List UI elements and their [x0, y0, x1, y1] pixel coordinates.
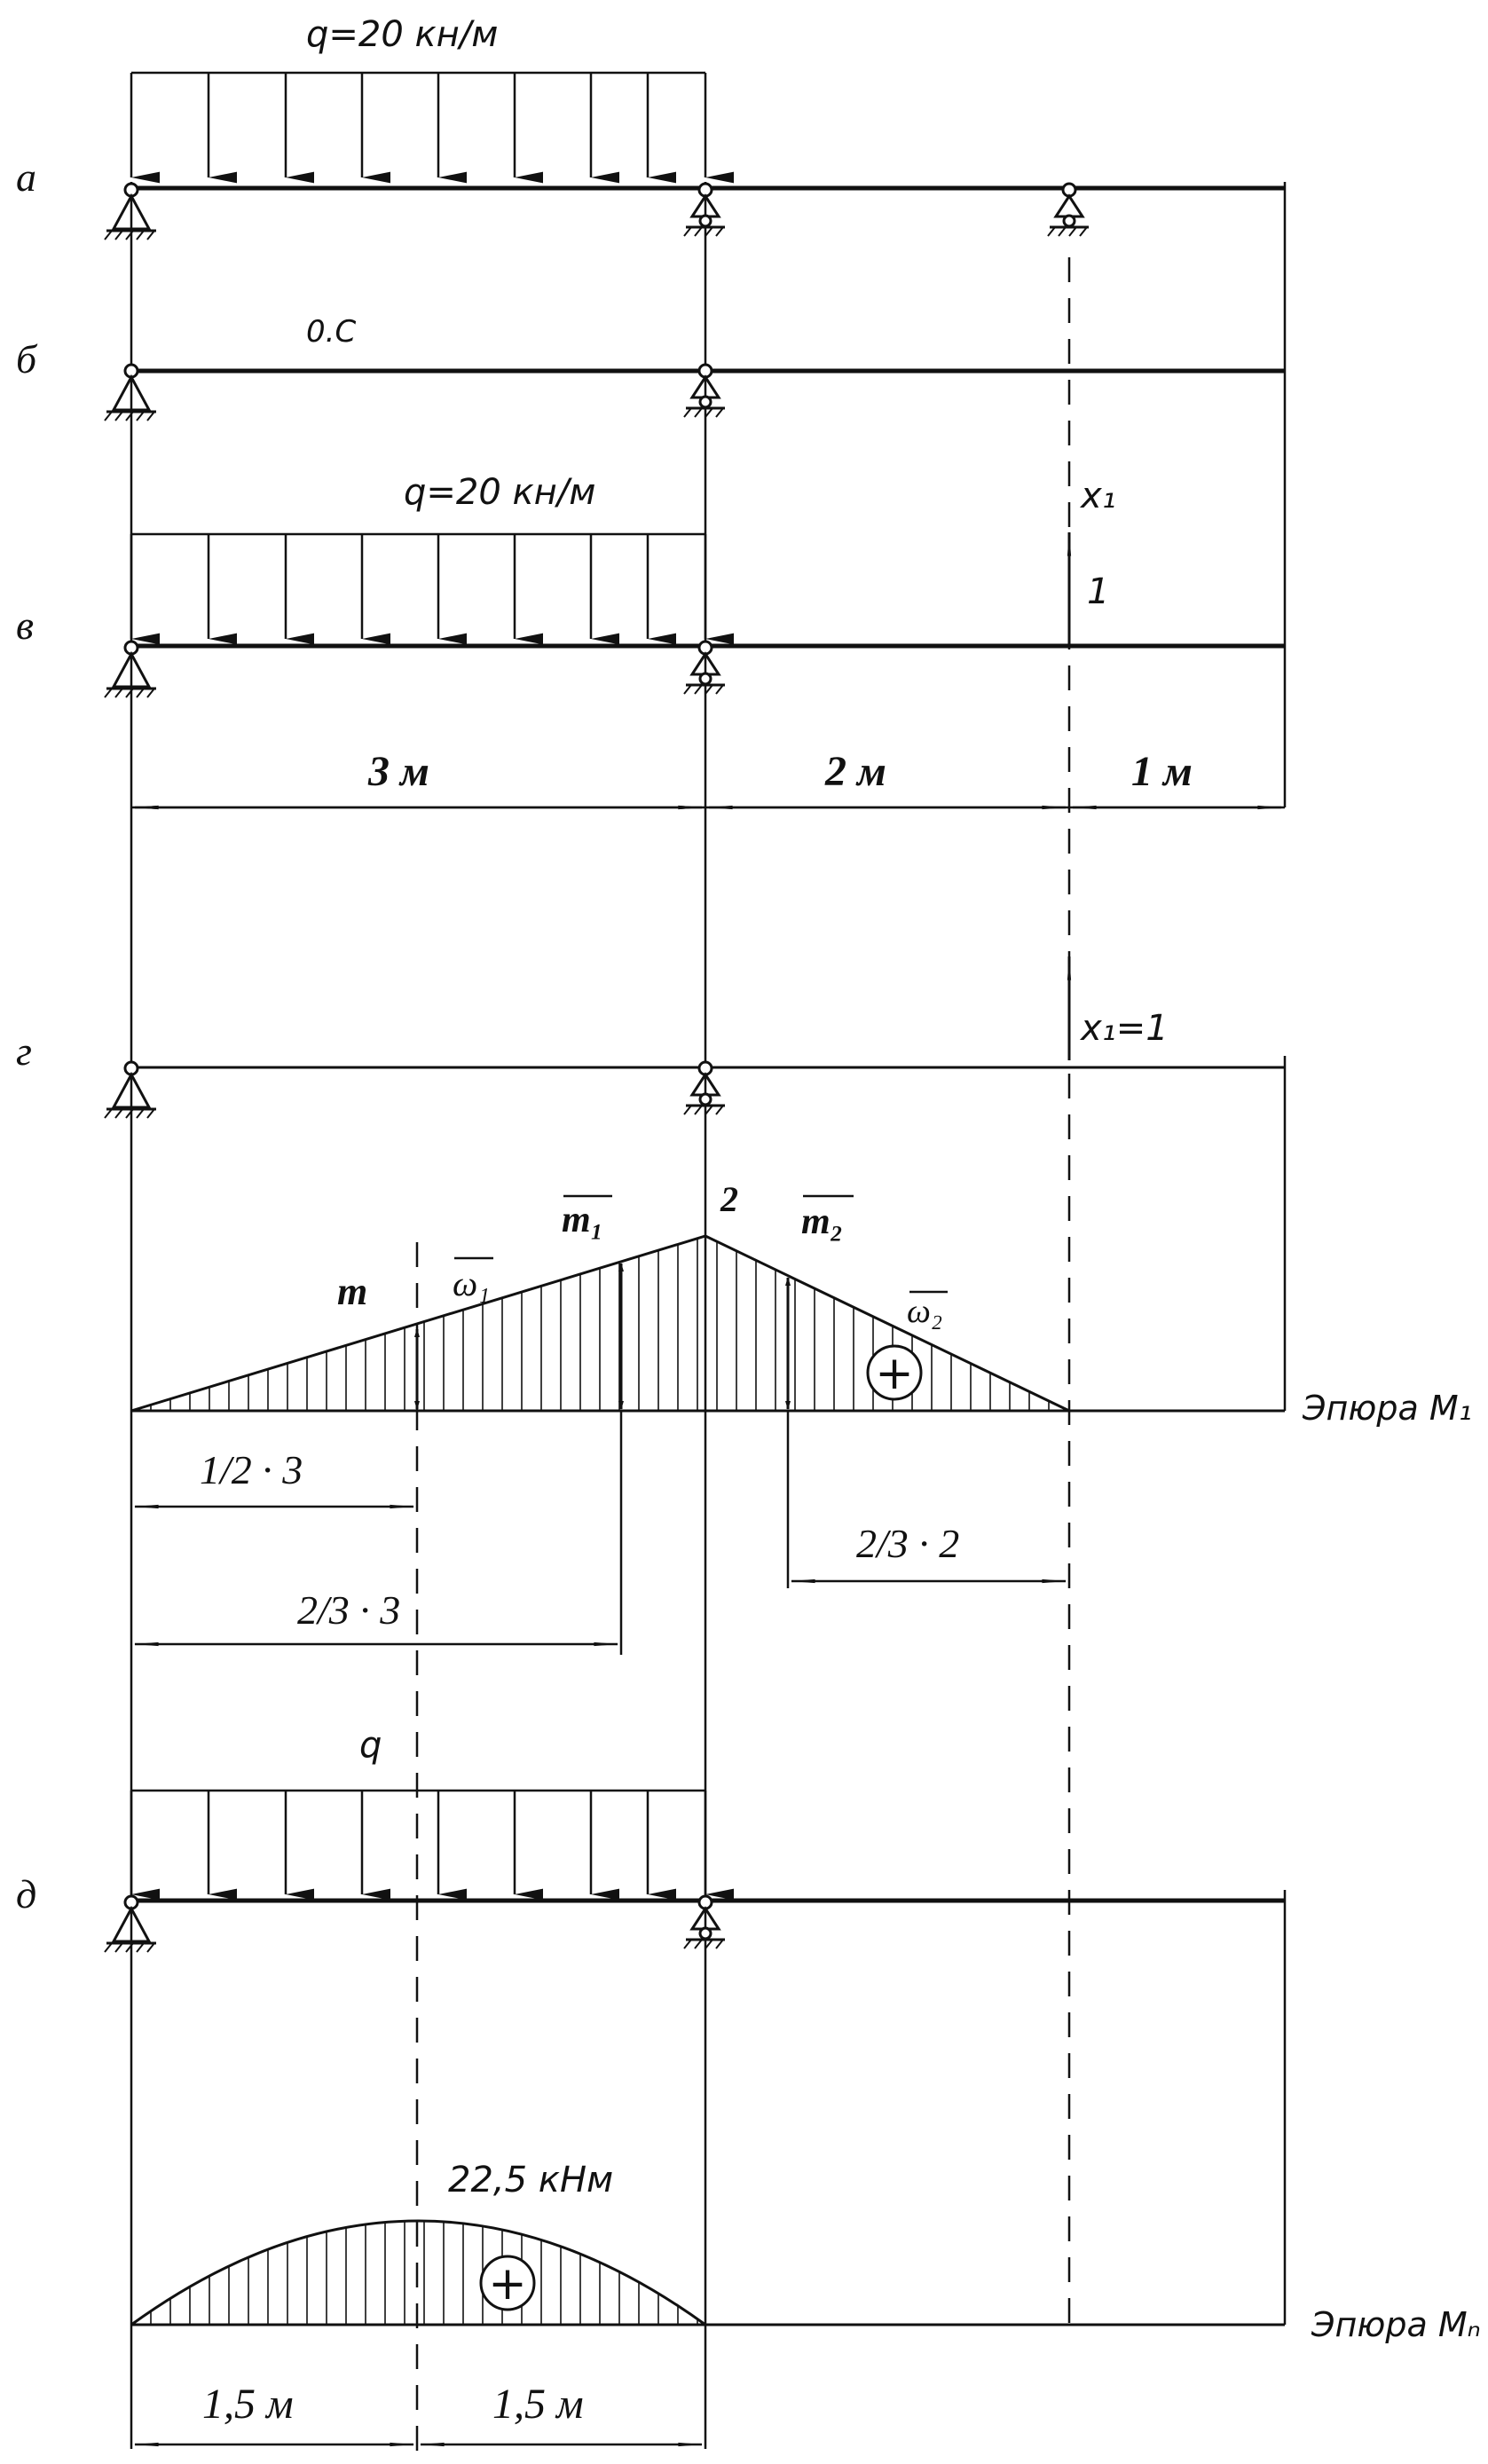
load-arrows-v [130, 534, 734, 645]
dim-span3: 1 м [1131, 748, 1193, 795]
plus-sign-circle-m1 [866, 1344, 923, 1401]
epure-mp-hatch [150, 2221, 698, 2325]
support-a-right [1046, 182, 1090, 238]
load-arrows-a [130, 73, 734, 184]
vertical-lines [130, 182, 1287, 2449]
dim-half-right-label: 1,5 м [492, 2381, 584, 2428]
row-label-v: в [16, 602, 34, 648]
epure-m1-title: Эпюра M₁ [1302, 1389, 1472, 1428]
plus-sign-circle-mp [479, 2255, 536, 2311]
row-label-b: б [16, 336, 38, 382]
row-g: x₁=1 [103, 955, 1285, 1120]
dimension-spans: 3 м 2 м 1 м [131, 748, 1285, 810]
row-v: q=20 кн/м 1 [103, 472, 1285, 699]
dim-half-left-label: 1,5 м [202, 2381, 294, 2428]
load-label-a: q=20 кн/м [306, 14, 498, 55]
epure-mp-title: Эпюра Mₙ [1311, 2305, 1481, 2344]
plus-sign-mp: + [488, 2257, 527, 2310]
row-a: q=20 кн/м [103, 14, 1285, 241]
epure-m1: 2 m ω₁ m₁ m₂ ω₂ + Эпюра M₁ 1/2 · 3 2/3 ·… [130, 1179, 1472, 1655]
epure-m1-peak: 2 [720, 1179, 738, 1219]
load-arrows-d [130, 1791, 734, 1901]
basic-system-label: 0.С [306, 314, 356, 350]
dim-d1: 1/2 · 3 [200, 1447, 303, 1492]
label-m: m [337, 1270, 367, 1313]
row-labels: а б в г д [16, 154, 38, 1917]
dim-d2: 2/3 · 3 [297, 1587, 400, 1633]
row-label-g: г [16, 1028, 32, 1074]
load-label-d: q [359, 1725, 382, 1766]
x1-label: x₁ [1079, 476, 1116, 516]
dim-span2: 2 м [824, 748, 886, 795]
unit-force-label: 1 [1087, 571, 1109, 612]
row-label-a: а [16, 154, 36, 200]
epure-mp-value: 22,5 кНм [448, 2160, 613, 2200]
label-omega1: ω₁ [453, 1263, 490, 1303]
dim-span1: 3 м [367, 748, 429, 795]
label-m2: m₂ [801, 1201, 843, 1242]
epure-mp: 22,5 кНм + Эпюра Mₙ 1,5 м 1,5 м [130, 2160, 1481, 2447]
load-label-v: q=20 кн/м [404, 472, 595, 513]
label-m1: m₁ [562, 1200, 603, 1240]
row-b: 0.С x₁ [103, 314, 1285, 516]
x1-eq1-label: x₁=1 [1079, 1008, 1169, 1049]
label-omega2: ω₂ [907, 1293, 942, 1330]
dim-d3: 2/3 · 2 [856, 1521, 959, 1566]
plus-sign-m1: + [875, 1347, 914, 1400]
row-d: q [103, 1725, 1285, 1954]
row-label-d: д [16, 1871, 36, 1917]
epure-mp-outline [130, 2219, 706, 2326]
